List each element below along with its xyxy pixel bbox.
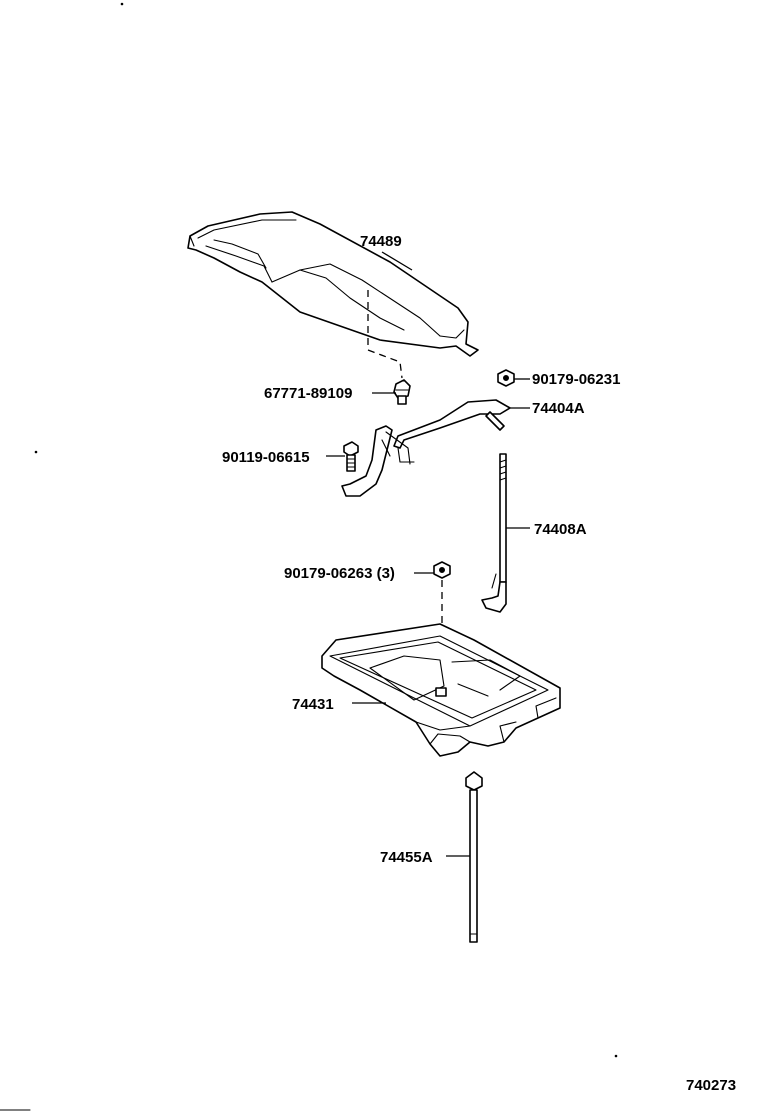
cover-leader (381, 251, 413, 271)
nut-tray-part (433, 561, 451, 579)
bottom-rod-part (465, 771, 483, 943)
label-90119-06615: 90119-06615 (222, 449, 310, 466)
nut-top-part (497, 369, 515, 387)
label-74489: 74489 (360, 233, 402, 250)
label-90179-06263: 90179-06263 (3) (284, 565, 395, 582)
tray-cover-part (187, 211, 479, 357)
label-74408A: 74408A (534, 521, 587, 538)
cover-clip-dashed-line (367, 290, 403, 379)
label-90179-06231: 90179-06231 (532, 371, 620, 388)
hold-down-rod-part (481, 453, 507, 613)
bolt-side-part (343, 441, 359, 472)
clip-part (393, 379, 411, 405)
battery-tray-part (321, 623, 561, 757)
label-67771-89109: 67771-89109 (264, 385, 352, 402)
label-74455A: 74455A (380, 849, 433, 866)
scan-speck (120, 2, 124, 6)
scan-speck (34, 450, 38, 454)
figure-code: 740273 (686, 1077, 736, 1094)
label-74404A: 74404A (532, 400, 585, 417)
scan-speck (614, 1054, 618, 1058)
label-74431: 74431 (292, 696, 334, 713)
clamp-bracket-part (341, 399, 511, 497)
